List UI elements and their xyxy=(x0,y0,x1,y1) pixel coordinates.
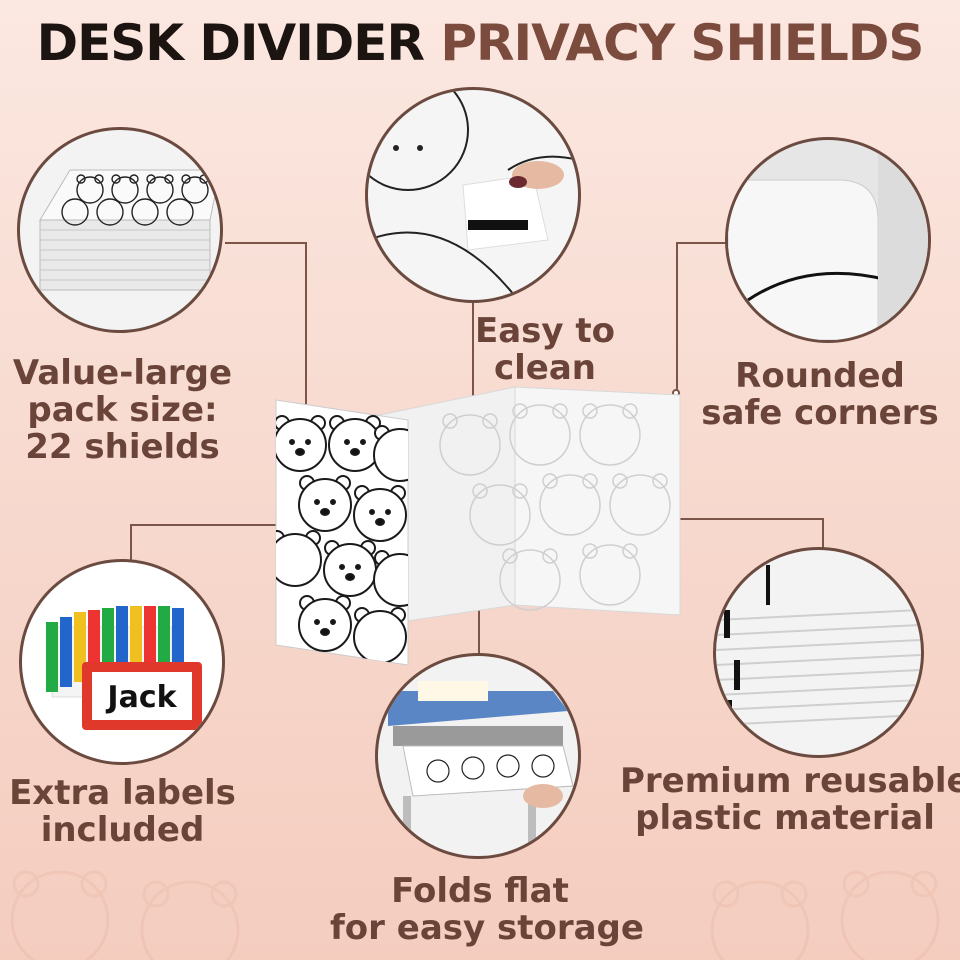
folds-flat-line-1: Folds flat xyxy=(391,871,569,911)
easy-clean-line-1: Easy to xyxy=(474,311,616,351)
pack-size-label: Value-large pack size: 22 shields xyxy=(0,355,245,466)
folds-flat-line-2: for easy storage xyxy=(330,908,644,948)
rounded-corners-line-1: Rounded xyxy=(735,356,905,396)
plastic-material-line-2: plastic material xyxy=(635,798,935,838)
folds-flat-photo xyxy=(378,656,578,856)
folds-flat-label: Folds flat for easy storage xyxy=(330,871,644,948)
easy-clean-label: Easy to clean xyxy=(470,313,620,387)
plastic-material-label: Premium reusable plastic material xyxy=(620,761,960,838)
pack-size-line-1: Value-large xyxy=(12,353,233,393)
easy-clean-line-2: clean xyxy=(493,348,597,388)
label-sample-name: Jack xyxy=(105,680,177,715)
name-labels-image: Jack xyxy=(46,606,202,730)
callout-line-labels xyxy=(130,524,282,566)
plastic-material-line-1: Premium reusable xyxy=(620,761,960,801)
title-part-1: DESK DIVIDER xyxy=(36,14,425,72)
wipe-cleaning-image xyxy=(368,90,578,300)
rounded-corners-photo xyxy=(728,140,928,340)
plastic-material-photo xyxy=(716,550,921,755)
rounded-corners-label: Rounded safe corners xyxy=(700,358,940,432)
easy-clean-photo xyxy=(368,90,578,300)
page-title: DESK DIVIDER PRIVACY SHIELDS xyxy=(0,14,960,72)
extra-labels-line-2: included xyxy=(40,810,205,850)
callout-line-clean xyxy=(472,290,474,410)
extra-labels-label: Extra labels included xyxy=(0,775,245,849)
corrugated-plastic-image xyxy=(716,565,921,726)
pack-size-line-3: 22 shields xyxy=(25,427,220,467)
desk-storage-image xyxy=(388,681,574,856)
pack-size-photo xyxy=(20,130,220,330)
callout-line-corners xyxy=(676,242,738,394)
bear-pattern-background xyxy=(10,870,940,960)
callout-line-material xyxy=(672,518,824,568)
callout-line-pack xyxy=(225,242,307,414)
extra-labels-line-1: Extra labels xyxy=(9,773,236,813)
divider-product-image xyxy=(275,386,681,666)
pack-size-line-2: pack size: xyxy=(27,390,218,430)
extra-labels-photo: Jack xyxy=(22,562,222,762)
shield-stack-image xyxy=(39,169,220,291)
rounded-corner-image xyxy=(728,140,928,340)
title-part-2: PRIVACY SHIELDS xyxy=(440,14,924,72)
rounded-corners-line-2: safe corners xyxy=(701,393,939,433)
